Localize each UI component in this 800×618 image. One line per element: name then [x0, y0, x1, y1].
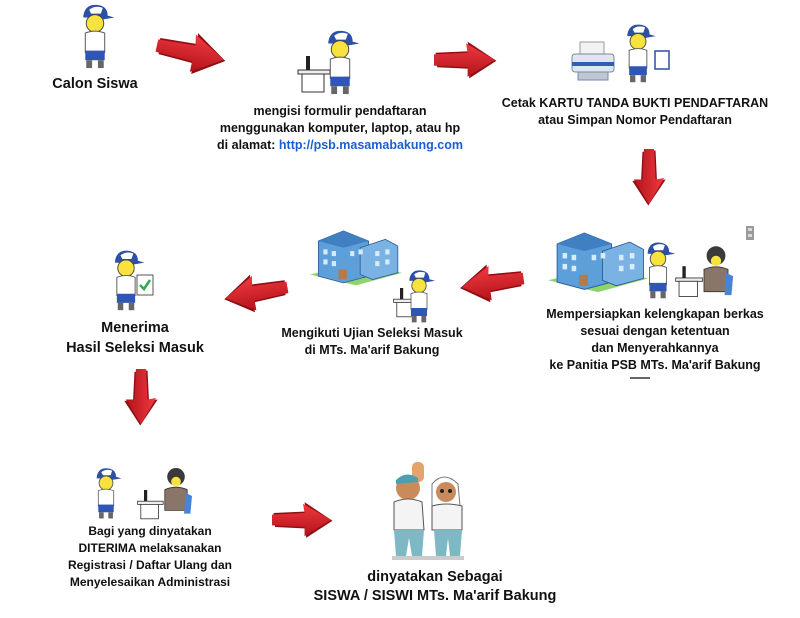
- step-persiapan-berkas: [548, 222, 748, 302]
- label-line: Calon Siswa: [52, 76, 138, 92]
- label-line: di alamat: http://psb.masamabakung.com: [190, 137, 490, 154]
- student-at-computer-icon: [320, 28, 360, 96]
- label-line: sesuai dengan ketentuan: [580, 324, 730, 338]
- printer-icon: [571, 41, 615, 81]
- arrow-step2-to-step3: [434, 40, 498, 80]
- student-icon: [74, 2, 116, 70]
- arrow-step4-to-step5: [455, 258, 526, 309]
- step-hasil-seleksi-label: Menerima Hasil Seleksi Masuk: [40, 318, 230, 358]
- label-line: dan Menyerahkannya: [591, 341, 719, 355]
- label-line: Mengikuti Ujian Seleksi Masuk: [281, 326, 463, 340]
- divider: [630, 377, 650, 379]
- checklist-icon: [136, 274, 154, 296]
- label-line: Cetak KARTU TANDA BUKTI PENDAFTARAN: [501, 96, 769, 110]
- label-line: mengisi formulir pendaftaran: [253, 104, 427, 118]
- label-line: Menyelesaikan Administrasi: [69, 575, 231, 589]
- step-persiapan-berkas-label: Mempersiapkan kelengkapan berkas sesuai …: [520, 306, 790, 374]
- label-line: SISWA / SISWI MTs. Ma'arif Bakung: [313, 588, 557, 604]
- school-building-icon: [310, 222, 402, 286]
- arrow-step3-to-step4: [629, 149, 669, 207]
- printer-and-student-icon: [618, 22, 658, 84]
- label-line: Bagi yang dinyatakan: [88, 524, 212, 538]
- label-line: ke Panitia PSB MTs. Ma'arif Bakung: [549, 358, 761, 372]
- step-calon-siswa: [60, 2, 130, 70]
- step-registrasi-label: Bagi yang dinyatakan DITERIMA melaksanak…: [45, 523, 255, 591]
- step-siswa-label: dinyatakan Sebagai SISWA / SISWI MTs. Ma…: [300, 568, 570, 606]
- label-line: Mempersiapkan kelengkapan berkas: [546, 307, 764, 321]
- label-line: Hasil Seleksi Masuk: [66, 340, 204, 356]
- step-isi-formulir: [290, 22, 410, 100]
- label-line: di MTs. Ma'arif Bakung: [304, 343, 440, 357]
- step-ujian-seleksi: [310, 222, 450, 322]
- step-hasil-seleksi: [106, 248, 166, 314]
- label-line: DITERIMA melaksanakan: [78, 541, 222, 555]
- scroll-handle[interactable]: [746, 226, 754, 240]
- school-building-icon: [548, 222, 648, 294]
- school-and-exam-icon: [402, 268, 436, 324]
- address-prefix: di alamat:: [217, 138, 276, 152]
- step-cetak-kartu: [570, 22, 680, 84]
- officer-icon: [158, 464, 194, 520]
- label-line: menggunakan komputer, laptop, atau hp: [219, 121, 461, 135]
- registration-desk-icon: [88, 466, 124, 520]
- arrow-step5-to-step6: [219, 267, 291, 320]
- step-isi-formulir-label: mengisi formulir pendaftaran menggunakan…: [190, 103, 490, 154]
- officer-icon: [698, 242, 734, 302]
- label-line: atau Simpan Nomor Pendaftaran: [538, 113, 732, 127]
- step-siswa: [388, 458, 478, 562]
- label-line: Registrasi / Daftar Ulang dan: [67, 558, 233, 572]
- card-icon: [654, 50, 670, 70]
- step-ujian-seleksi-label: Mengikuti Ujian Seleksi Masuk di MTs. Ma…: [262, 325, 482, 359]
- school-and-desk-icon: [640, 240, 676, 300]
- label-line: Menerima: [101, 320, 169, 336]
- arrow-step6-to-step7: [121, 369, 161, 427]
- arrow-step1-to-step2: [152, 23, 232, 83]
- students-pair-icon: [392, 462, 464, 560]
- registration-url-link[interactable]: http://psb.masamabakung.com: [278, 138, 463, 152]
- arrow-step7-to-step8: [272, 500, 334, 540]
- step-cetak-kartu-label: Cetak KARTU TANDA BUKTI PENDAFTARAN atau…: [490, 95, 780, 129]
- label-line: dinyatakan Sebagai: [367, 569, 503, 585]
- step-calon-siswa-label: Calon Siswa: [30, 76, 160, 93]
- step-registrasi: [88, 464, 198, 524]
